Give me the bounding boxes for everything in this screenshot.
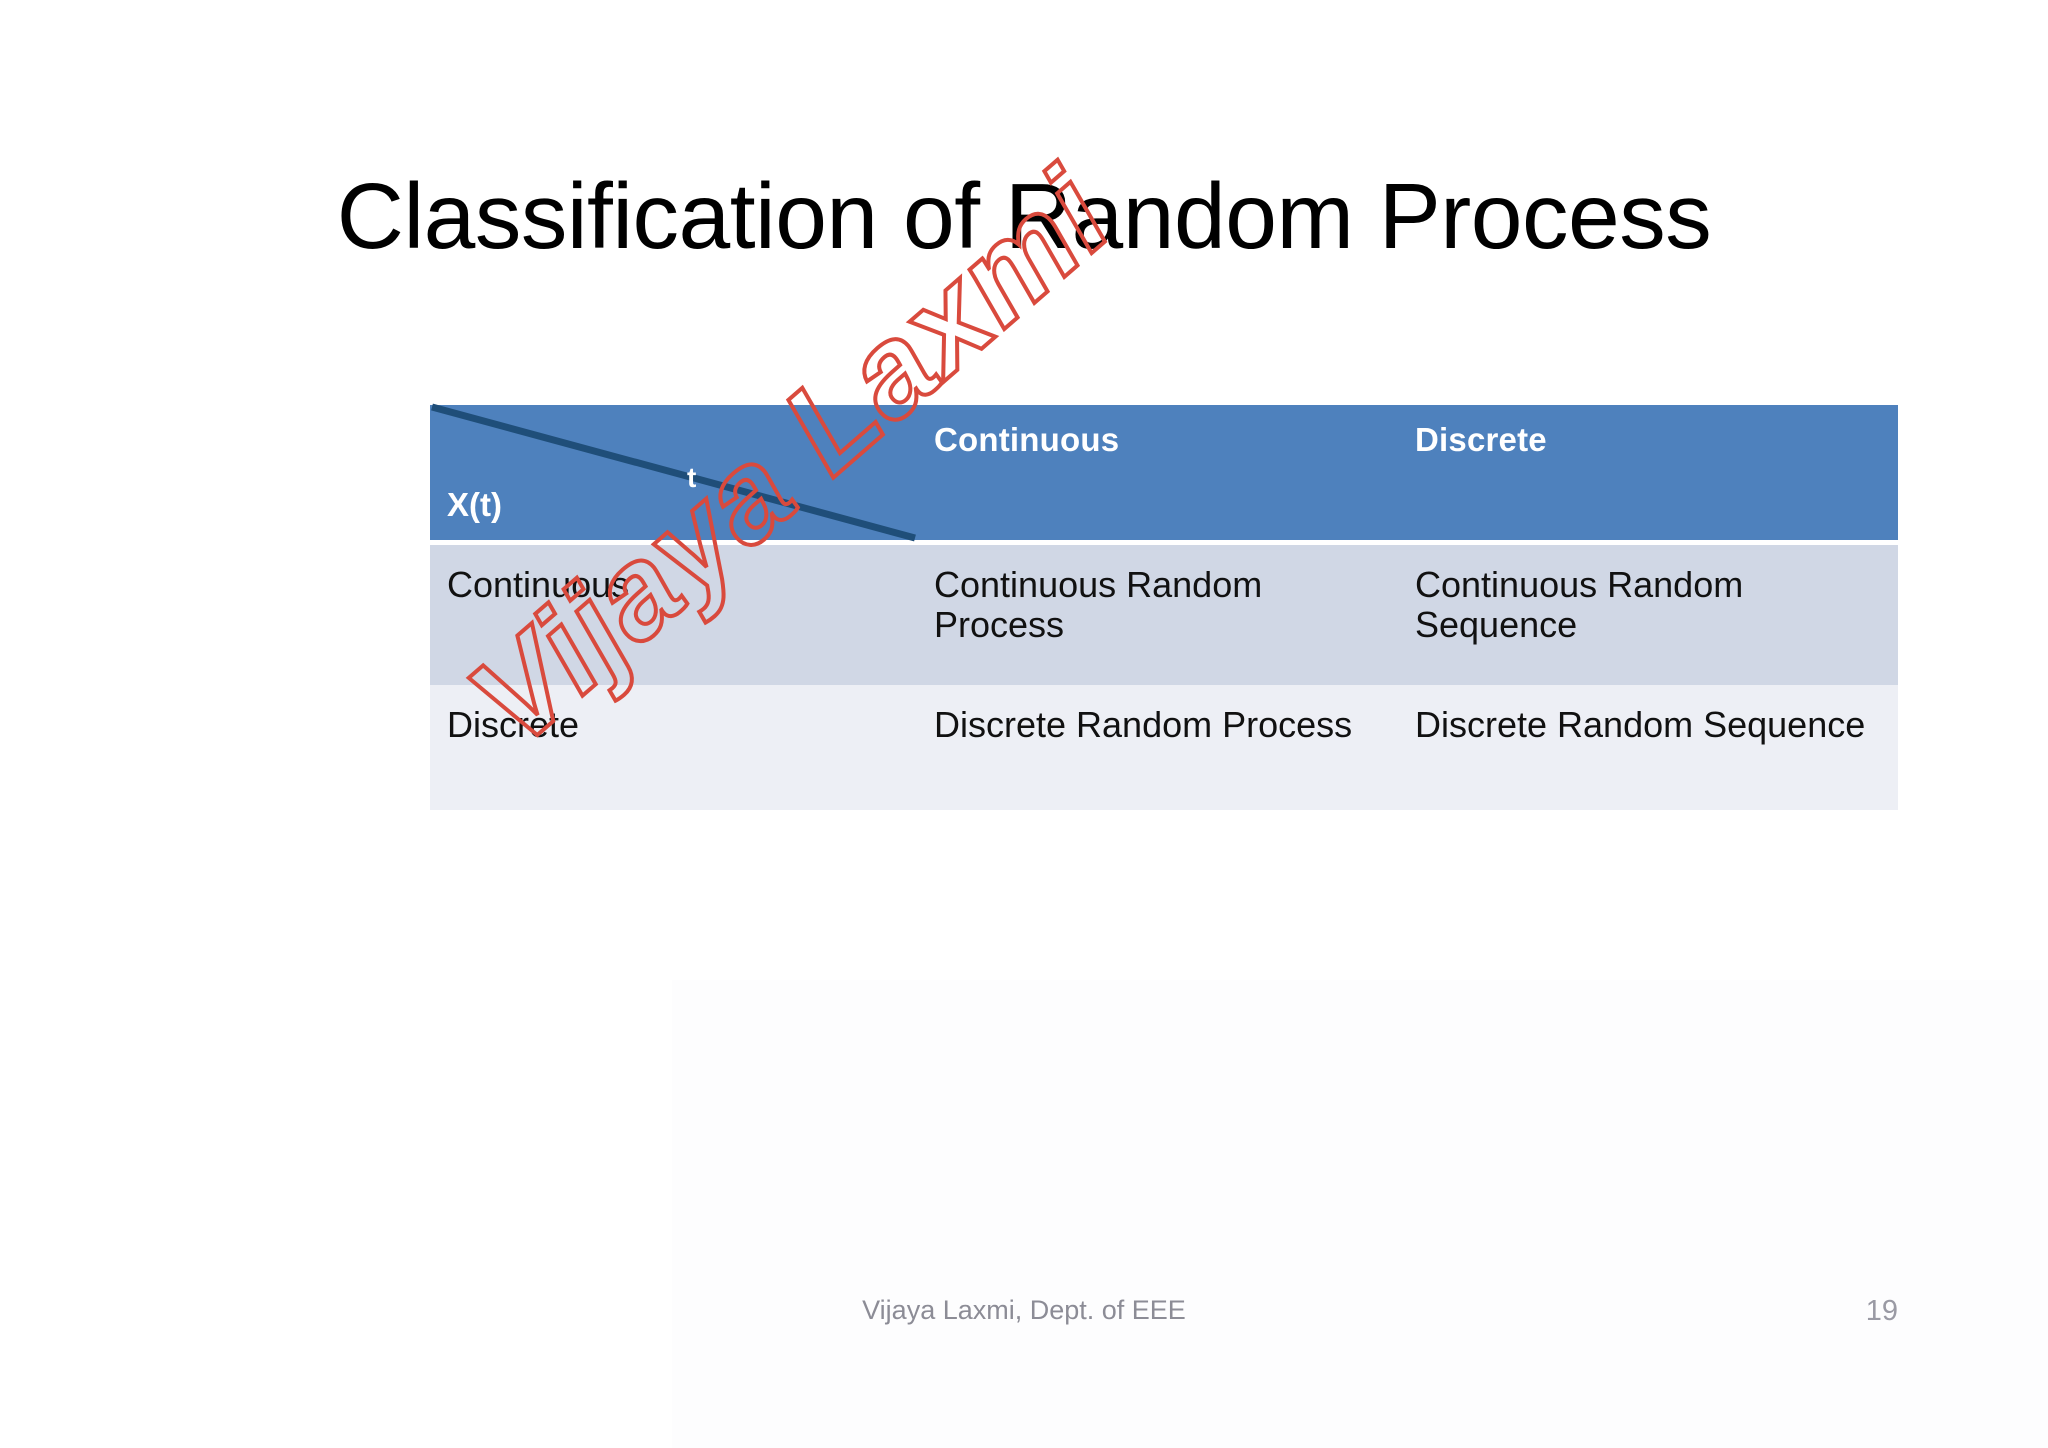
table-header-discrete: Discrete	[1398, 405, 1898, 540]
cell-continuous-continuous-text: Continuous Random Process	[934, 564, 1263, 646]
page-number: 19	[1865, 1295, 1898, 1327]
row-label-discrete: Discrete	[430, 685, 917, 810]
table-header-continuous: Continuous	[917, 405, 1398, 540]
table-corner-cell: t X(t)	[430, 403, 917, 542]
row-label-continuous: Continuous	[430, 545, 917, 685]
table-row: Discrete Discrete Random Process Discret…	[430, 685, 1898, 810]
corner-column-axis-label: t	[687, 462, 697, 493]
table-header-discrete-label: Discrete	[1415, 421, 1547, 458]
table-header-body-gap	[430, 540, 1898, 545]
corner-row-axis-label: X(t)	[447, 486, 502, 523]
classification-matrix-table: t X(t) Continuous Discrete Continuous	[430, 403, 1898, 810]
table-row: Continuous Continuous Random Process Con…	[430, 545, 1898, 685]
cell-continuous-discrete-text: Continuous Random Sequence	[1415, 564, 1744, 646]
page-title: Classification of Random Process	[336, 164, 1712, 268]
cell-discrete-discrete-text: Discrete Random Sequence	[1415, 704, 1866, 745]
cell-discrete-continuous: Discrete Random Process	[917, 685, 1398, 810]
diagonal-divider-icon	[431, 403, 916, 542]
table-header-row: t X(t) Continuous Discrete	[430, 403, 1898, 542]
cell-discrete-continuous-text: Discrete Random Process	[934, 704, 1353, 745]
gap-cell-3	[1398, 540, 1898, 545]
table-header-continuous-label: Continuous	[934, 421, 1120, 458]
row-label-continuous-text: Continuous	[447, 564, 630, 605]
cell-discrete-discrete: Discrete Random Sequence	[1398, 685, 1898, 810]
row-label-discrete-text: Discrete	[447, 704, 580, 745]
gap-cell-1	[430, 540, 917, 545]
cell-continuous-continuous: Continuous Random Process	[917, 545, 1398, 685]
slide-background-plate	[672, 980, 2048, 1448]
footer-note: Vijaya Laxmi, Dept. of EEE	[862, 1295, 1186, 1325]
gap-cell-2	[917, 540, 1398, 545]
cell-continuous-discrete: Continuous Random Sequence	[1398, 545, 1898, 685]
